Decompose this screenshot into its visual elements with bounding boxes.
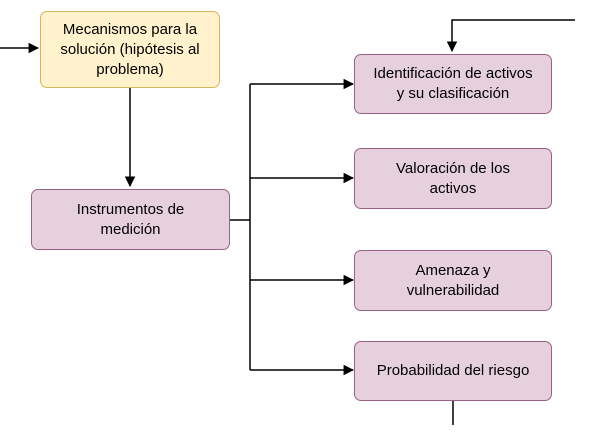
node-amenaza: Amenaza y vulnerabilidad: [354, 250, 552, 311]
node-probabilidad-label: Probabilidad del riesgo: [376, 362, 530, 379]
node-probabilidad: Probabilidad del riesgo: [354, 341, 552, 401]
arrow-top-to-identificacion: [446, 19, 575, 53]
node-mecanismos-label: Mecanismos para la solución (hipótesis a…: [60, 20, 200, 78]
node-valoracion: Valoración de los activos: [354, 148, 552, 209]
node-amenaza-label: Amenaza y vulnerabilidad: [406, 261, 500, 299]
node-valoracion-label: Valoración de los activos: [396, 159, 510, 197]
node-identificacion-label: Identificación de activos y su clasifica…: [373, 65, 533, 102]
node-instrumentos: Instrumentos de medición: [31, 189, 230, 250]
node-mecanismos: Mecanismos para la solución (hipótesis a…: [40, 11, 220, 88]
node-instrumentos-label: Instrumentos de medición: [76, 200, 185, 238]
node-identificacion: Identificación de activos y su clasifica…: [354, 54, 552, 114]
